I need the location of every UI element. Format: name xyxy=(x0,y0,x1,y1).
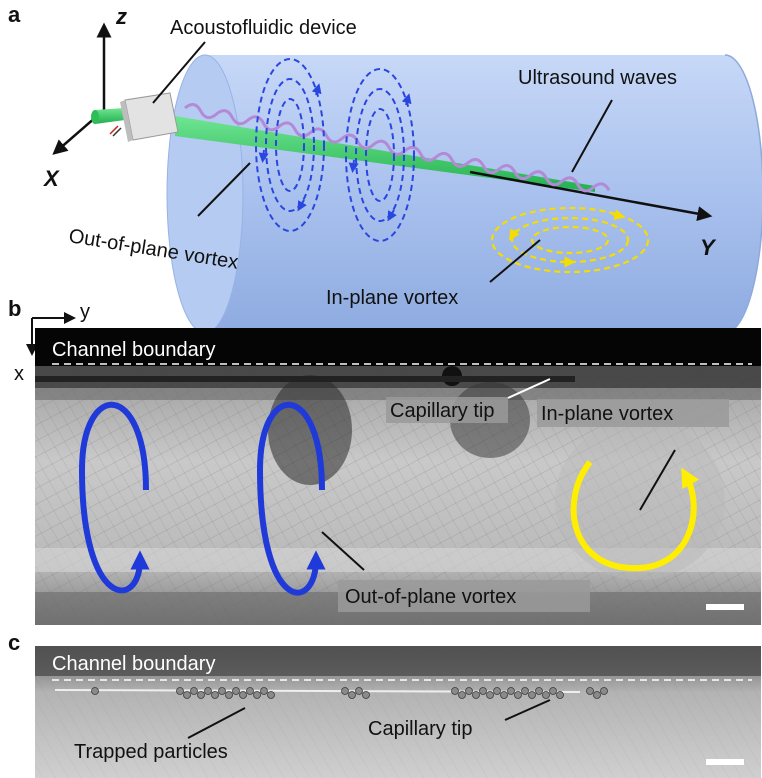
c-channel-boundary-label: Channel boundary xyxy=(52,653,215,675)
particle xyxy=(267,691,275,699)
waves-label: Ultrasound waves xyxy=(518,67,677,89)
waves-callout-line xyxy=(571,99,613,173)
particle xyxy=(507,687,515,695)
b-in-plane-callout xyxy=(639,449,676,511)
b-scale-bar xyxy=(706,604,744,610)
out-of-plane-vortex-arrow-1 xyxy=(78,401,150,594)
particle xyxy=(260,687,268,695)
panel-a-axes: z X xyxy=(42,4,127,191)
out-of-plane-vortex-dashed-2 xyxy=(345,68,415,242)
c-scale-bar xyxy=(706,759,744,765)
axis-z-label: z xyxy=(115,4,127,29)
c-capillary-tip-callout xyxy=(504,699,551,721)
b-out-of-plane-label: Out-of-plane vortex xyxy=(345,586,516,608)
b-in-plane-label: In-plane vortex xyxy=(541,403,673,425)
trapped-particles xyxy=(91,687,608,699)
particle xyxy=(91,687,99,695)
out-of-plane-callout-line xyxy=(197,162,251,217)
particle xyxy=(542,691,550,699)
out-of-plane-vortex-dashed-1 xyxy=(255,58,325,232)
c-capillary-tip-label: Capillary tip xyxy=(368,718,472,740)
device-callout-line xyxy=(152,41,206,104)
panel-a-letter: a xyxy=(8,2,21,27)
particle xyxy=(348,691,356,699)
c-trapped-particles-callout xyxy=(187,707,246,739)
b-capillary-tip-callout xyxy=(507,378,551,399)
b-capillary-tip-label: Capillary tip xyxy=(390,400,494,422)
particle xyxy=(197,691,205,699)
b-channel-boundary-label: Channel boundary xyxy=(52,339,215,361)
particle xyxy=(535,687,543,695)
out-of-plane-vortex-arrow-2 xyxy=(256,401,326,596)
device-label: Acoustofluidic device xyxy=(170,17,357,39)
particle xyxy=(232,687,240,695)
b-out-of-plane-callout xyxy=(321,531,365,571)
b-in-plane-box xyxy=(537,399,729,427)
particle xyxy=(204,687,212,695)
ultrasound-wave xyxy=(184,103,611,193)
b-capillary xyxy=(35,376,575,382)
particle xyxy=(253,691,261,699)
b-out-of-plane-box xyxy=(338,580,590,612)
particle xyxy=(176,687,184,695)
particle xyxy=(593,691,601,699)
particle xyxy=(183,691,191,699)
particle xyxy=(465,687,473,695)
particle xyxy=(486,691,494,699)
b-axis-x-label: x xyxy=(14,363,24,385)
y-axis-arrow xyxy=(469,170,713,222)
acoustofluidic-device xyxy=(109,92,179,142)
particle xyxy=(493,687,501,695)
axis-y-label: Y xyxy=(700,235,717,260)
particle xyxy=(514,691,522,699)
particle xyxy=(211,691,219,699)
particle xyxy=(451,687,459,695)
panel-b: b y x Channel boundary xyxy=(8,296,761,625)
particle xyxy=(239,691,247,699)
micrograph-b xyxy=(35,328,761,625)
particle xyxy=(341,687,349,695)
particle xyxy=(355,687,363,695)
particle xyxy=(225,691,233,699)
axis-x-label: X xyxy=(42,166,60,191)
fluid-cylinder xyxy=(166,54,762,334)
in-plane-callout-line xyxy=(489,239,541,283)
particle xyxy=(472,691,480,699)
in-plane-vortex-dashed xyxy=(490,206,650,274)
in-plane-label: In-plane vortex xyxy=(326,287,458,309)
particle xyxy=(556,691,564,699)
particle xyxy=(528,691,536,699)
panel-c-letter: c xyxy=(8,630,20,655)
panel-b-letter: b xyxy=(8,296,21,321)
particle xyxy=(218,687,226,695)
c-trapped-particles-label: Trapped particles xyxy=(74,741,228,763)
particle xyxy=(521,687,529,695)
particle xyxy=(586,687,594,695)
panel-a: a z X Y xyxy=(8,2,762,334)
particle xyxy=(458,691,466,699)
particle xyxy=(549,687,557,695)
in-plane-vortex-arrow xyxy=(570,460,700,572)
b-axis-y-label: y xyxy=(80,301,90,323)
particle xyxy=(479,687,487,695)
c-capillary xyxy=(54,689,581,693)
particle xyxy=(190,687,198,695)
particle xyxy=(246,687,254,695)
micrograph-c xyxy=(35,646,761,778)
panel-c: c Channel boundary Trapped particles Cap… xyxy=(8,630,761,778)
b-capillary-tip-box xyxy=(386,397,508,423)
particle xyxy=(600,687,608,695)
particle xyxy=(362,691,370,699)
particle xyxy=(500,691,508,699)
